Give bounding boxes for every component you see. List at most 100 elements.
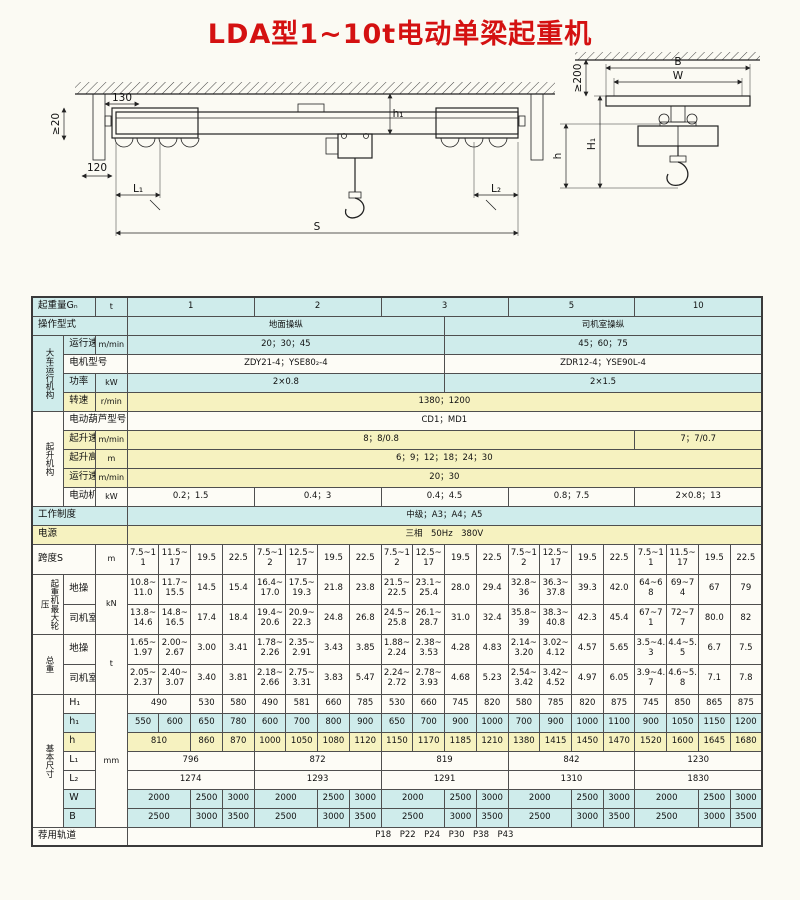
value-cell: 1200 <box>729 712 763 733</box>
unit-cell: m/min <box>94 467 128 488</box>
value-cell: 1000 <box>253 731 287 752</box>
value-cell: 1100 <box>602 712 636 733</box>
value-cell: 581 <box>285 693 319 714</box>
value-cell: 6.7 <box>697 633 731 665</box>
value-cell: 19.5 <box>697 543 731 575</box>
value-cell: 580 <box>221 693 255 714</box>
value-cell: 2.18~2.66 <box>253 663 287 695</box>
value-cell: 22.5 <box>348 543 382 575</box>
name-cell: 荐用轨道 <box>31 826 128 847</box>
name-cell: 转速 <box>63 391 96 412</box>
table-row: 操作型式地面操纵司机室操纵 <box>31 315 763 336</box>
unit-cell: kN <box>94 573 128 635</box>
value-cell: 24.5~25.8 <box>380 603 414 635</box>
dimension-label: L₁ <box>133 183 143 195</box>
dimension-label: W <box>673 70 684 82</box>
name-cell: 电动机 <box>63 486 96 507</box>
value-cell: 2.14~3.20 <box>507 633 541 665</box>
value-cell: 5.65 <box>602 633 636 665</box>
value-cell: 10.8~11.0 <box>126 573 160 605</box>
value-cell: 2000 <box>126 788 192 809</box>
value-cell: 580 <box>507 693 541 714</box>
name-cell: h <box>63 731 96 752</box>
value-cell: 2.35~2.91 <box>285 633 319 665</box>
value-cell: P18 P22 P24 P30 P38 P43 <box>126 826 763 847</box>
value-cell: 7.5~11 <box>634 543 668 575</box>
name-cell: B <box>63 807 96 828</box>
value-cell: 17.5~19.3 <box>285 573 319 605</box>
value-cell: 0.8；7.5 <box>507 486 636 507</box>
unit-cell: m/min <box>94 334 128 355</box>
value-cell: ZDR12-4；YSE90L-4 <box>444 353 763 374</box>
value-cell: 780 <box>221 712 255 733</box>
crane-end-view <box>560 52 760 189</box>
value-cell: 3500 <box>602 807 636 828</box>
value-cell: 872 <box>253 750 382 771</box>
value-cell: 3.42~4.52 <box>539 663 572 695</box>
group-cell: 总重 <box>31 633 65 695</box>
value-cell: 23.8 <box>348 573 382 605</box>
value-cell: 3500 <box>729 807 763 828</box>
value-cell: 3000 <box>190 807 223 828</box>
value-cell: 1000 <box>570 712 604 733</box>
value-cell: 72~77 <box>666 603 699 635</box>
value-cell: 1.78~2.26 <box>253 633 287 665</box>
page-title: LDA型1~10t电动单梁起重机 <box>207 19 593 50</box>
value-cell: 6；9；12；18；24；30 <box>126 448 763 469</box>
value-cell: 1380；1200 <box>126 391 763 412</box>
value-cell: 2.54~3.42 <box>507 663 541 695</box>
value-cell: 820 <box>475 693 509 714</box>
value-cell: 3.43 <box>317 633 350 665</box>
value-cell: 1680 <box>729 731 763 752</box>
value-cell: 600 <box>158 712 192 733</box>
value-cell: 26.8 <box>348 603 382 635</box>
value-cell: 3.85 <box>348 633 382 665</box>
value-cell: 31.0 <box>444 603 477 635</box>
name-cell: 跨度S <box>31 543 96 575</box>
dimension-label: ≥200 <box>572 64 584 93</box>
name-cell: 操作型式 <box>31 315 128 336</box>
value-cell: 80.0 <box>697 603 731 635</box>
value-cell: 1830 <box>634 769 763 790</box>
value-cell: 32.8~36 <box>507 573 541 605</box>
spec-table: 起重量Gₙt123510操作型式地面操纵司机室操纵大车运行机构运行速度m/min… <box>31 296 763 847</box>
value-cell: 2.05~2.37 <box>126 663 160 695</box>
value-cell: 1000 <box>475 712 509 733</box>
value-cell: 67~71 <box>634 603 668 635</box>
value-cell: 82 <box>729 603 763 635</box>
value-cell: 2500 <box>570 788 604 809</box>
value-cell: 三相 50Hz 380V <box>126 524 763 545</box>
value-cell: 490 <box>253 693 287 714</box>
value-cell: 2 <box>253 296 382 317</box>
value-cell: 23.1~25.4 <box>412 573 446 605</box>
value-cell: 2×1.5 <box>444 372 763 393</box>
name-cell: W <box>63 788 96 809</box>
value-cell: 12.5~17 <box>539 543 572 575</box>
name-cell: 起升高度H <box>63 448 96 469</box>
dimension-label: h <box>552 153 564 160</box>
value-cell: 0.4；4.5 <box>380 486 509 507</box>
value-cell: 700 <box>412 712 446 733</box>
value-cell: 11.7~15.5 <box>158 573 192 605</box>
value-cell: 1520 <box>634 731 668 752</box>
value-cell: 14.8~16.5 <box>158 603 192 635</box>
name-cell: 地操 <box>63 573 96 605</box>
value-cell: 1293 <box>253 769 382 790</box>
value-cell: 3500 <box>475 807 509 828</box>
unit-cell: mm <box>94 693 128 828</box>
value-cell: 875 <box>602 693 636 714</box>
value-cell: 3000 <box>221 788 255 809</box>
value-cell: 900 <box>348 712 382 733</box>
value-cell: 1600 <box>666 731 699 752</box>
value-cell: 7.5~12 <box>380 543 414 575</box>
